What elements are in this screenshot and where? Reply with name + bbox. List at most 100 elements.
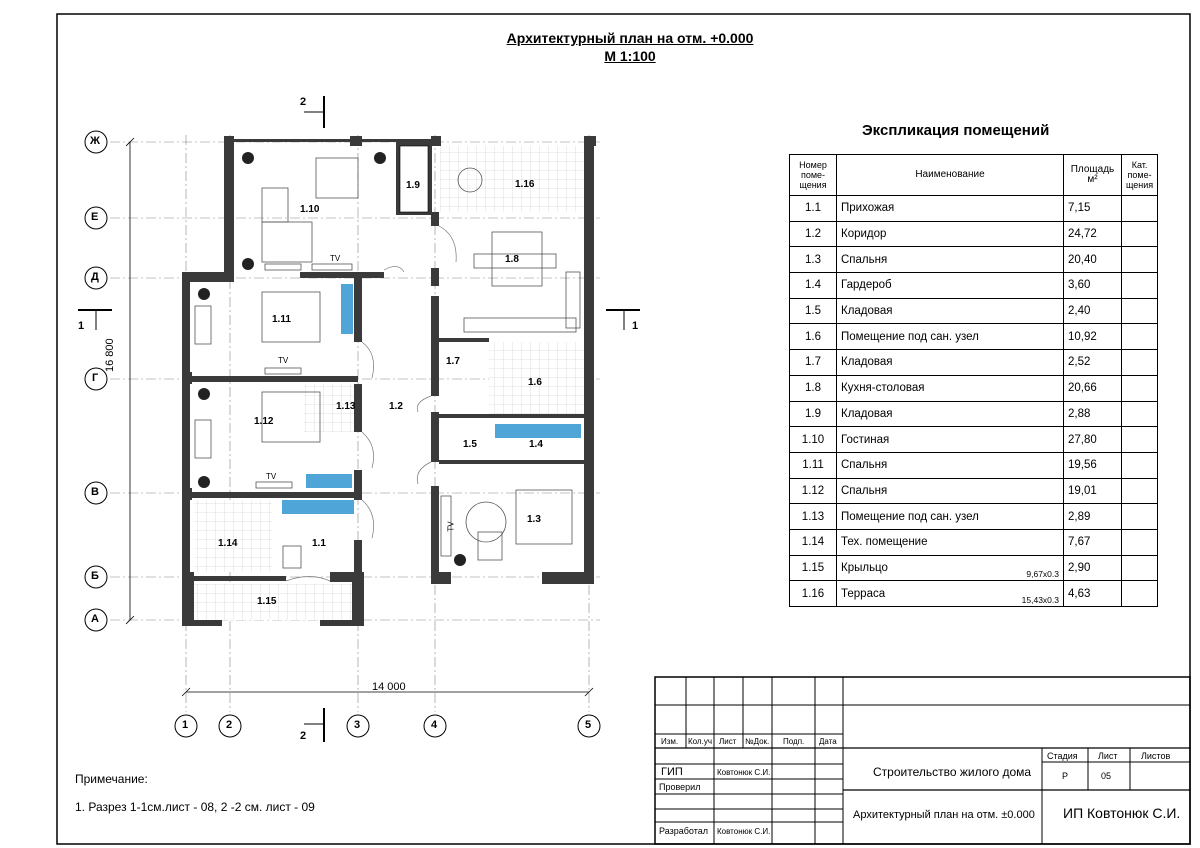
row-category: [1120, 400, 1159, 428]
row-category: [1120, 195, 1159, 222]
row-area: 2,89: [1063, 503, 1122, 530]
row-number: 1.15: [789, 554, 837, 582]
row-category: [1120, 220, 1159, 248]
axis-label-a: А: [91, 613, 99, 625]
section-label-2-bottom: 2: [300, 730, 307, 742]
sheet-frame: [56, 13, 1191, 845]
furniture: [194, 157, 581, 569]
axis-label-2: 2: [226, 719, 233, 731]
row-name-text: Коридор: [841, 228, 887, 241]
row-category: [1120, 477, 1159, 505]
section-label-1-left: 1: [78, 320, 85, 332]
row-area: 20,66: [1063, 374, 1122, 402]
tb-col-data: Дата: [819, 737, 837, 746]
room-label-1-7: 1.7: [446, 356, 460, 367]
row-area: 24,72: [1063, 220, 1122, 248]
row-name: Гардероб: [836, 272, 1064, 299]
row-name: Помещение под сан. узел: [836, 503, 1064, 530]
row-category: [1120, 246, 1159, 274]
plants: [198, 152, 466, 566]
row-area: 27,80: [1063, 426, 1122, 453]
row-area: 7,67: [1063, 528, 1122, 556]
row-area: 20,40: [1063, 246, 1122, 274]
header-category: Кат. поме- щения: [1120, 154, 1159, 196]
row-category: [1120, 554, 1159, 582]
dim-height: 16 800: [104, 338, 116, 372]
room-label-1-3: 1.3: [527, 514, 541, 525]
row-number: 1.3: [789, 246, 837, 274]
section-label-1-right: 1: [632, 320, 639, 332]
notes-heading: Примечание:: [75, 772, 148, 786]
row-name: Гостиная: [836, 426, 1064, 453]
tv-label-living: TV: [330, 254, 341, 263]
row-name-text: Кладовая: [841, 356, 893, 369]
dimension-lines: [125, 137, 594, 697]
room-label-1-8: 1.8: [505, 254, 519, 265]
tb-stage-label: Стадия: [1047, 751, 1078, 761]
room-label-1-14: 1.14: [218, 538, 238, 549]
section-markers: [78, 96, 640, 742]
row-number: 1.5: [789, 297, 837, 325]
room-label-1-6: 1.6: [528, 377, 542, 388]
row-name: Тех. помещение: [836, 528, 1064, 556]
tb-gip-name: Ковтонюк С.И.: [717, 768, 771, 777]
title-block: [654, 676, 1191, 845]
row-category: [1120, 528, 1159, 556]
room-label-1-13: 1.13: [336, 401, 356, 412]
tb-developed-name: Ковтонюк С.И.: [717, 827, 771, 836]
row-number: 1.10: [789, 426, 837, 453]
row-name-text: Гостиная: [841, 433, 890, 446]
storage-1-9: [399, 145, 429, 213]
axis-label-v: В: [91, 486, 99, 498]
row-name-text: Гардероб: [841, 279, 892, 292]
room-label-1-1: 1.1: [312, 538, 326, 549]
row-name: Помещение под сан. узел: [836, 323, 1064, 351]
room-label-1-2: 1.2: [389, 401, 403, 412]
dim-width: 14 000: [372, 681, 406, 693]
row-area: 10,92: [1063, 323, 1122, 351]
row-area: 4,63: [1063, 580, 1122, 607]
row-name: Кладовая: [836, 297, 1064, 325]
row-category: [1120, 272, 1159, 299]
room-label-1-5: 1.5: [463, 439, 477, 450]
axis-label-3: 3: [354, 719, 361, 731]
row-name: Крыльцо 9,67x0.3: [836, 554, 1064, 582]
row-name-text: Тех. помещение: [841, 536, 928, 549]
tb-checked-label: Проверил: [659, 782, 701, 792]
row-number: 1.12: [789, 477, 837, 505]
row-name: Прихожая: [836, 195, 1064, 222]
row-name: Терраса 15,43x0.3: [836, 580, 1064, 607]
row-name-text: Крыльцо: [841, 561, 888, 574]
row-area: 2,40: [1063, 297, 1122, 325]
row-note: 15,43x0.3: [1021, 595, 1059, 605]
tb-stage-value: Р: [1062, 771, 1069, 781]
row-category: [1120, 349, 1159, 376]
row-name: Спальня: [836, 451, 1064, 479]
row-note: 9,67x0.3: [1026, 569, 1059, 580]
row-area: 2,88: [1063, 400, 1122, 428]
row-area: 19,56: [1063, 451, 1122, 479]
wardrobes: [282, 284, 581, 514]
table-row: 1.10 Гостиная 27,80: [789, 426, 1159, 453]
row-number: 1.9: [789, 400, 837, 428]
row-number: 1.4: [789, 272, 837, 299]
tv-label-bedroom-1-12: TV: [266, 472, 277, 481]
tb-list-value: 05: [1101, 771, 1112, 781]
row-name-text: Терраса: [841, 587, 886, 600]
row-name: Кухня-столовая: [836, 374, 1064, 402]
explication-table: Номер поме- щения Наименование Площадь м…: [789, 154, 1159, 607]
row-number: 1.7: [789, 349, 837, 376]
row-category: [1120, 426, 1159, 453]
row-number: 1.13: [789, 503, 837, 530]
header-area: Площадь м²: [1063, 154, 1122, 196]
row-name-text: Спальня: [841, 459, 888, 472]
axis-label-e: Е: [91, 211, 99, 223]
